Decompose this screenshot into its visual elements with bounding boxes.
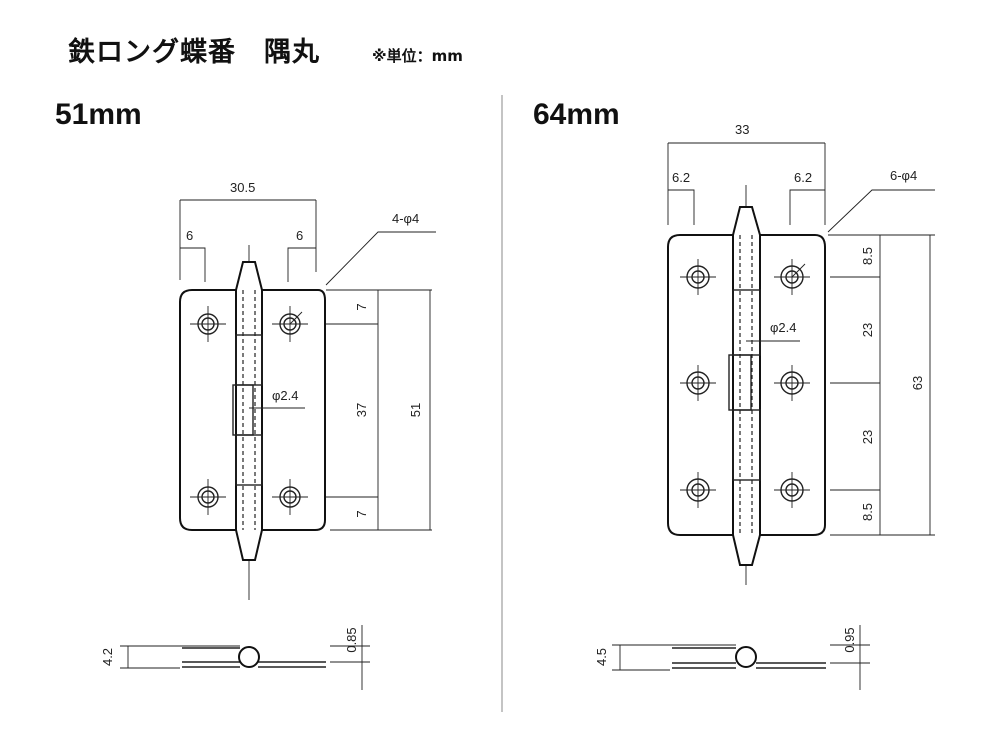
hinge-pin — [235, 261, 263, 561]
dim-pitch: 37 — [354, 403, 369, 417]
screw-hole-icons — [680, 259, 810, 508]
hinge-64mm-side-view: 4.5 0.95 — [594, 625, 870, 690]
dim-knuckle: 4.2 — [100, 648, 115, 666]
dim-pin: φ2.4 — [272, 388, 299, 403]
dim-thickness: 0.95 — [842, 627, 857, 652]
dim-thickness: 0.85 — [344, 627, 359, 652]
dim-edge-right: 6 — [296, 228, 303, 243]
screw-hole-icons — [190, 306, 308, 515]
dim-pitch-2: 23 — [860, 430, 875, 444]
dim-pin: φ2.4 — [770, 320, 797, 335]
dim-pitch-1: 23 — [860, 323, 875, 337]
hinge-pin — [732, 206, 761, 566]
hinge-51mm-front-view: 30.5 6 6 4-φ4 φ2.4 7 37 51 7 — [179, 180, 436, 600]
dim-edge-left: 6.2 — [672, 170, 690, 185]
dim-height: 51 — [408, 403, 423, 417]
dim-width: 33 — [735, 122, 749, 137]
dim-bottom: 8.5 — [860, 503, 875, 521]
hinge-51mm-side-view: 4.2 0.85 — [100, 625, 370, 690]
dim-height: 63 — [910, 376, 925, 390]
dim-holes: 6-φ4 — [890, 168, 917, 183]
page-title: 鉄ロング蝶番 隅丸 — [68, 37, 320, 68]
dim-bottom: 7 — [354, 510, 369, 517]
dim-top: 7 — [354, 303, 369, 310]
unit-note: ※単位：mm — [372, 47, 463, 65]
dim-edge-right: 6.2 — [794, 170, 812, 185]
hinge-64mm-front-view: 33 6.2 6.2 6-φ4 φ2.4 8.5 23 23 8.5 63 — [667, 122, 935, 585]
dim-holes: 4-φ4 — [392, 211, 419, 226]
dim-top: 8.5 — [860, 247, 875, 265]
dim-knuckle: 4.5 — [594, 648, 609, 666]
dim-edge-left: 6 — [186, 228, 193, 243]
size-label-64: 64mm — [533, 98, 620, 131]
size-label-51: 51mm — [55, 98, 142, 131]
dim-width: 30.5 — [230, 180, 255, 195]
